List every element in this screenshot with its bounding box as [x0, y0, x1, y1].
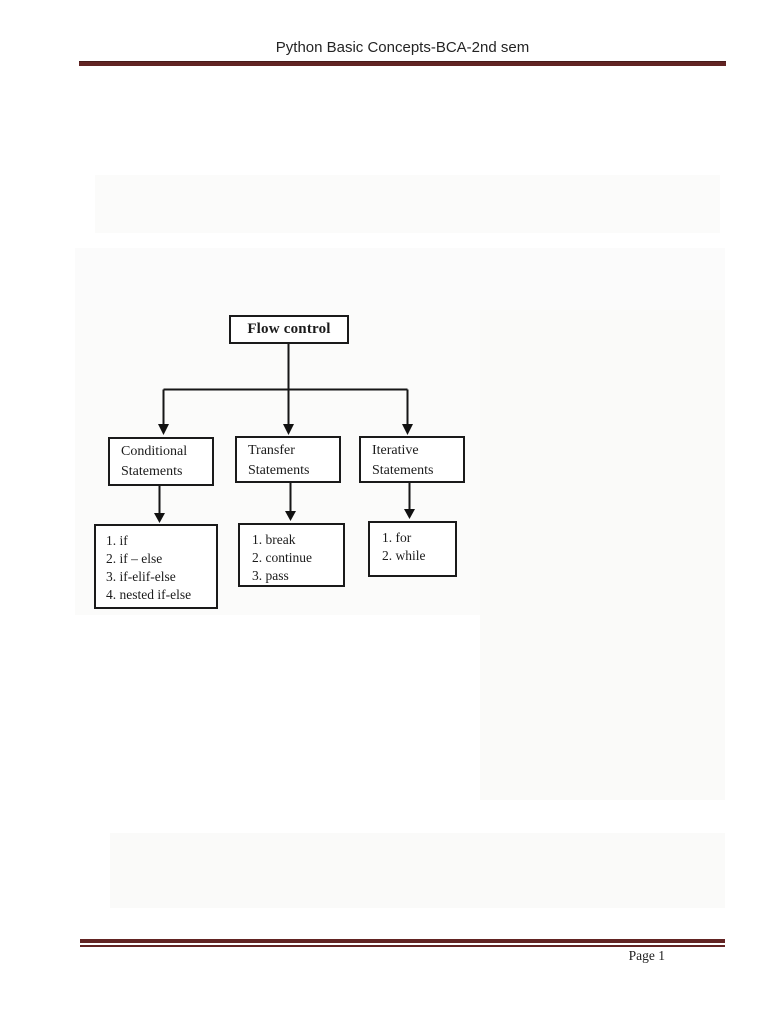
list-item: 2. if – else [106, 551, 163, 566]
scan-artifact [110, 833, 725, 908]
arrowhead-down-icon [404, 509, 415, 519]
list-item: 3. pass [252, 568, 289, 583]
list-item: 3. if-elif-else [106, 569, 176, 584]
arrowhead-down-icon [158, 424, 169, 435]
branch-label-line: Transfer [248, 443, 295, 458]
arrowhead-down-icon [285, 511, 296, 521]
list-item: 2. continue [252, 550, 312, 565]
scan-artifact [480, 310, 725, 800]
footer-rule [80, 939, 725, 943]
branch-label-line: Statements [372, 463, 434, 478]
list-item: 2. while [382, 548, 426, 563]
scan-artifact [75, 248, 725, 310]
branch-label-line: Statements [248, 463, 310, 478]
list-box-conditional-items: 1. if 2. if – else 3. if-elif-else 4. ne… [94, 524, 218, 609]
branch-label-line: Iterative [372, 443, 419, 458]
flowchart-root-label: Flow control [247, 321, 331, 337]
scan-artifact [95, 175, 720, 233]
list-box-iterative-items: 1. for 2. while [368, 521, 457, 577]
list-item: 4. nested if-else [106, 587, 192, 602]
branch-box-conditional: Conditional Statements [108, 437, 214, 486]
list-item: 1. break [252, 532, 296, 547]
branch-box-transfer: Transfer Statements [235, 436, 341, 483]
branch-box-iterative: Iterative Statements [359, 436, 465, 483]
arrowhead-down-icon [402, 424, 413, 435]
arrowhead-down-icon [154, 513, 165, 523]
page-number: Page 1 [628, 948, 665, 963]
flowchart-root-box: Flow control [229, 315, 349, 344]
branch-label-line: Conditional [121, 444, 188, 459]
branch-label-line: Statements [121, 464, 183, 479]
list-item: 1. if [106, 533, 128, 548]
list-box-transfer-items: 1. break 2. continue 3. pass [238, 523, 345, 587]
list-item: 1. for [382, 530, 412, 545]
header-title: Python Basic Concepts-BCA-2nd sem [275, 39, 530, 56]
arrowhead-down-icon [283, 424, 294, 435]
header-rule [79, 61, 726, 66]
footer-rule [80, 945, 725, 947]
